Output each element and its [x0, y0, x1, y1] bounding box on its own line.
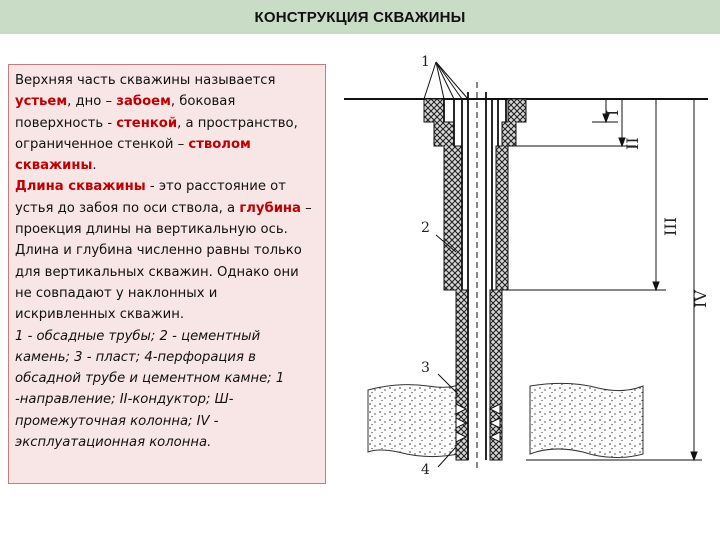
roman-III: III	[661, 217, 680, 236]
column-labels: I II III IV	[603, 110, 710, 308]
text-segment: - это расстояние от устья до забоя по ос…	[15, 179, 286, 216]
depth-dimensions	[500, 99, 702, 462]
slide-title: КОНСТРУКЦИЯ СКВАЖИНЫ	[254, 8, 466, 26]
text-segment: Верхняя часть скважины называется	[15, 73, 276, 88]
text-segment: , дно –	[67, 94, 117, 110]
term-ustye: устьем	[15, 94, 68, 110]
casing-strings	[443, 92, 507, 460]
text-segment: , боковая поверхность -	[15, 94, 236, 131]
term-stenka: стенкой	[116, 115, 178, 131]
callout-lines	[423, 61, 469, 468]
text-segment: – проекция длины на вертикальную ось. Дл…	[15, 200, 312, 323]
text-segment: .	[92, 158, 97, 174]
term-glubina: глубина	[239, 200, 301, 216]
term-dlina: Длина скважины	[15, 179, 146, 195]
legend-paragraph: 1 - обсадные трубы; 2 - цементный камень…	[15, 328, 285, 451]
roman-I: I	[603, 110, 622, 116]
perforations	[455, 403, 501, 443]
roman-IV: IV	[691, 290, 710, 308]
definition-textbox: Верхняя часть скважины называется устьем…	[8, 64, 326, 484]
callout-1: 1	[421, 54, 430, 70]
definition-paragraph: Верхняя часть скважины называется устьем…	[15, 70, 319, 176]
roman-II: II	[623, 137, 642, 150]
length-paragraph: Длина скважины - это расстояние от устья…	[15, 176, 319, 325]
formation-layer	[367, 382, 644, 458]
term-zaboy: забоем	[116, 94, 171, 110]
callout-2: 2	[421, 220, 430, 236]
callout-3: 3	[421, 360, 430, 376]
term-stvol: стволом скважины	[15, 136, 251, 174]
callout-labels: 1 2 3 4	[421, 54, 430, 478]
title-bar: КОНСТРУКЦИЯ СКВАЖИНЫ	[0, 0, 720, 34]
well-construction-diagram: 1 2 3 4 I II III IV	[344, 54, 710, 478]
text-segment: , а пространство, ограниченное стенкой –	[15, 115, 298, 152]
callout-4: 4	[421, 462, 430, 478]
cement-stone	[423, 98, 527, 461]
